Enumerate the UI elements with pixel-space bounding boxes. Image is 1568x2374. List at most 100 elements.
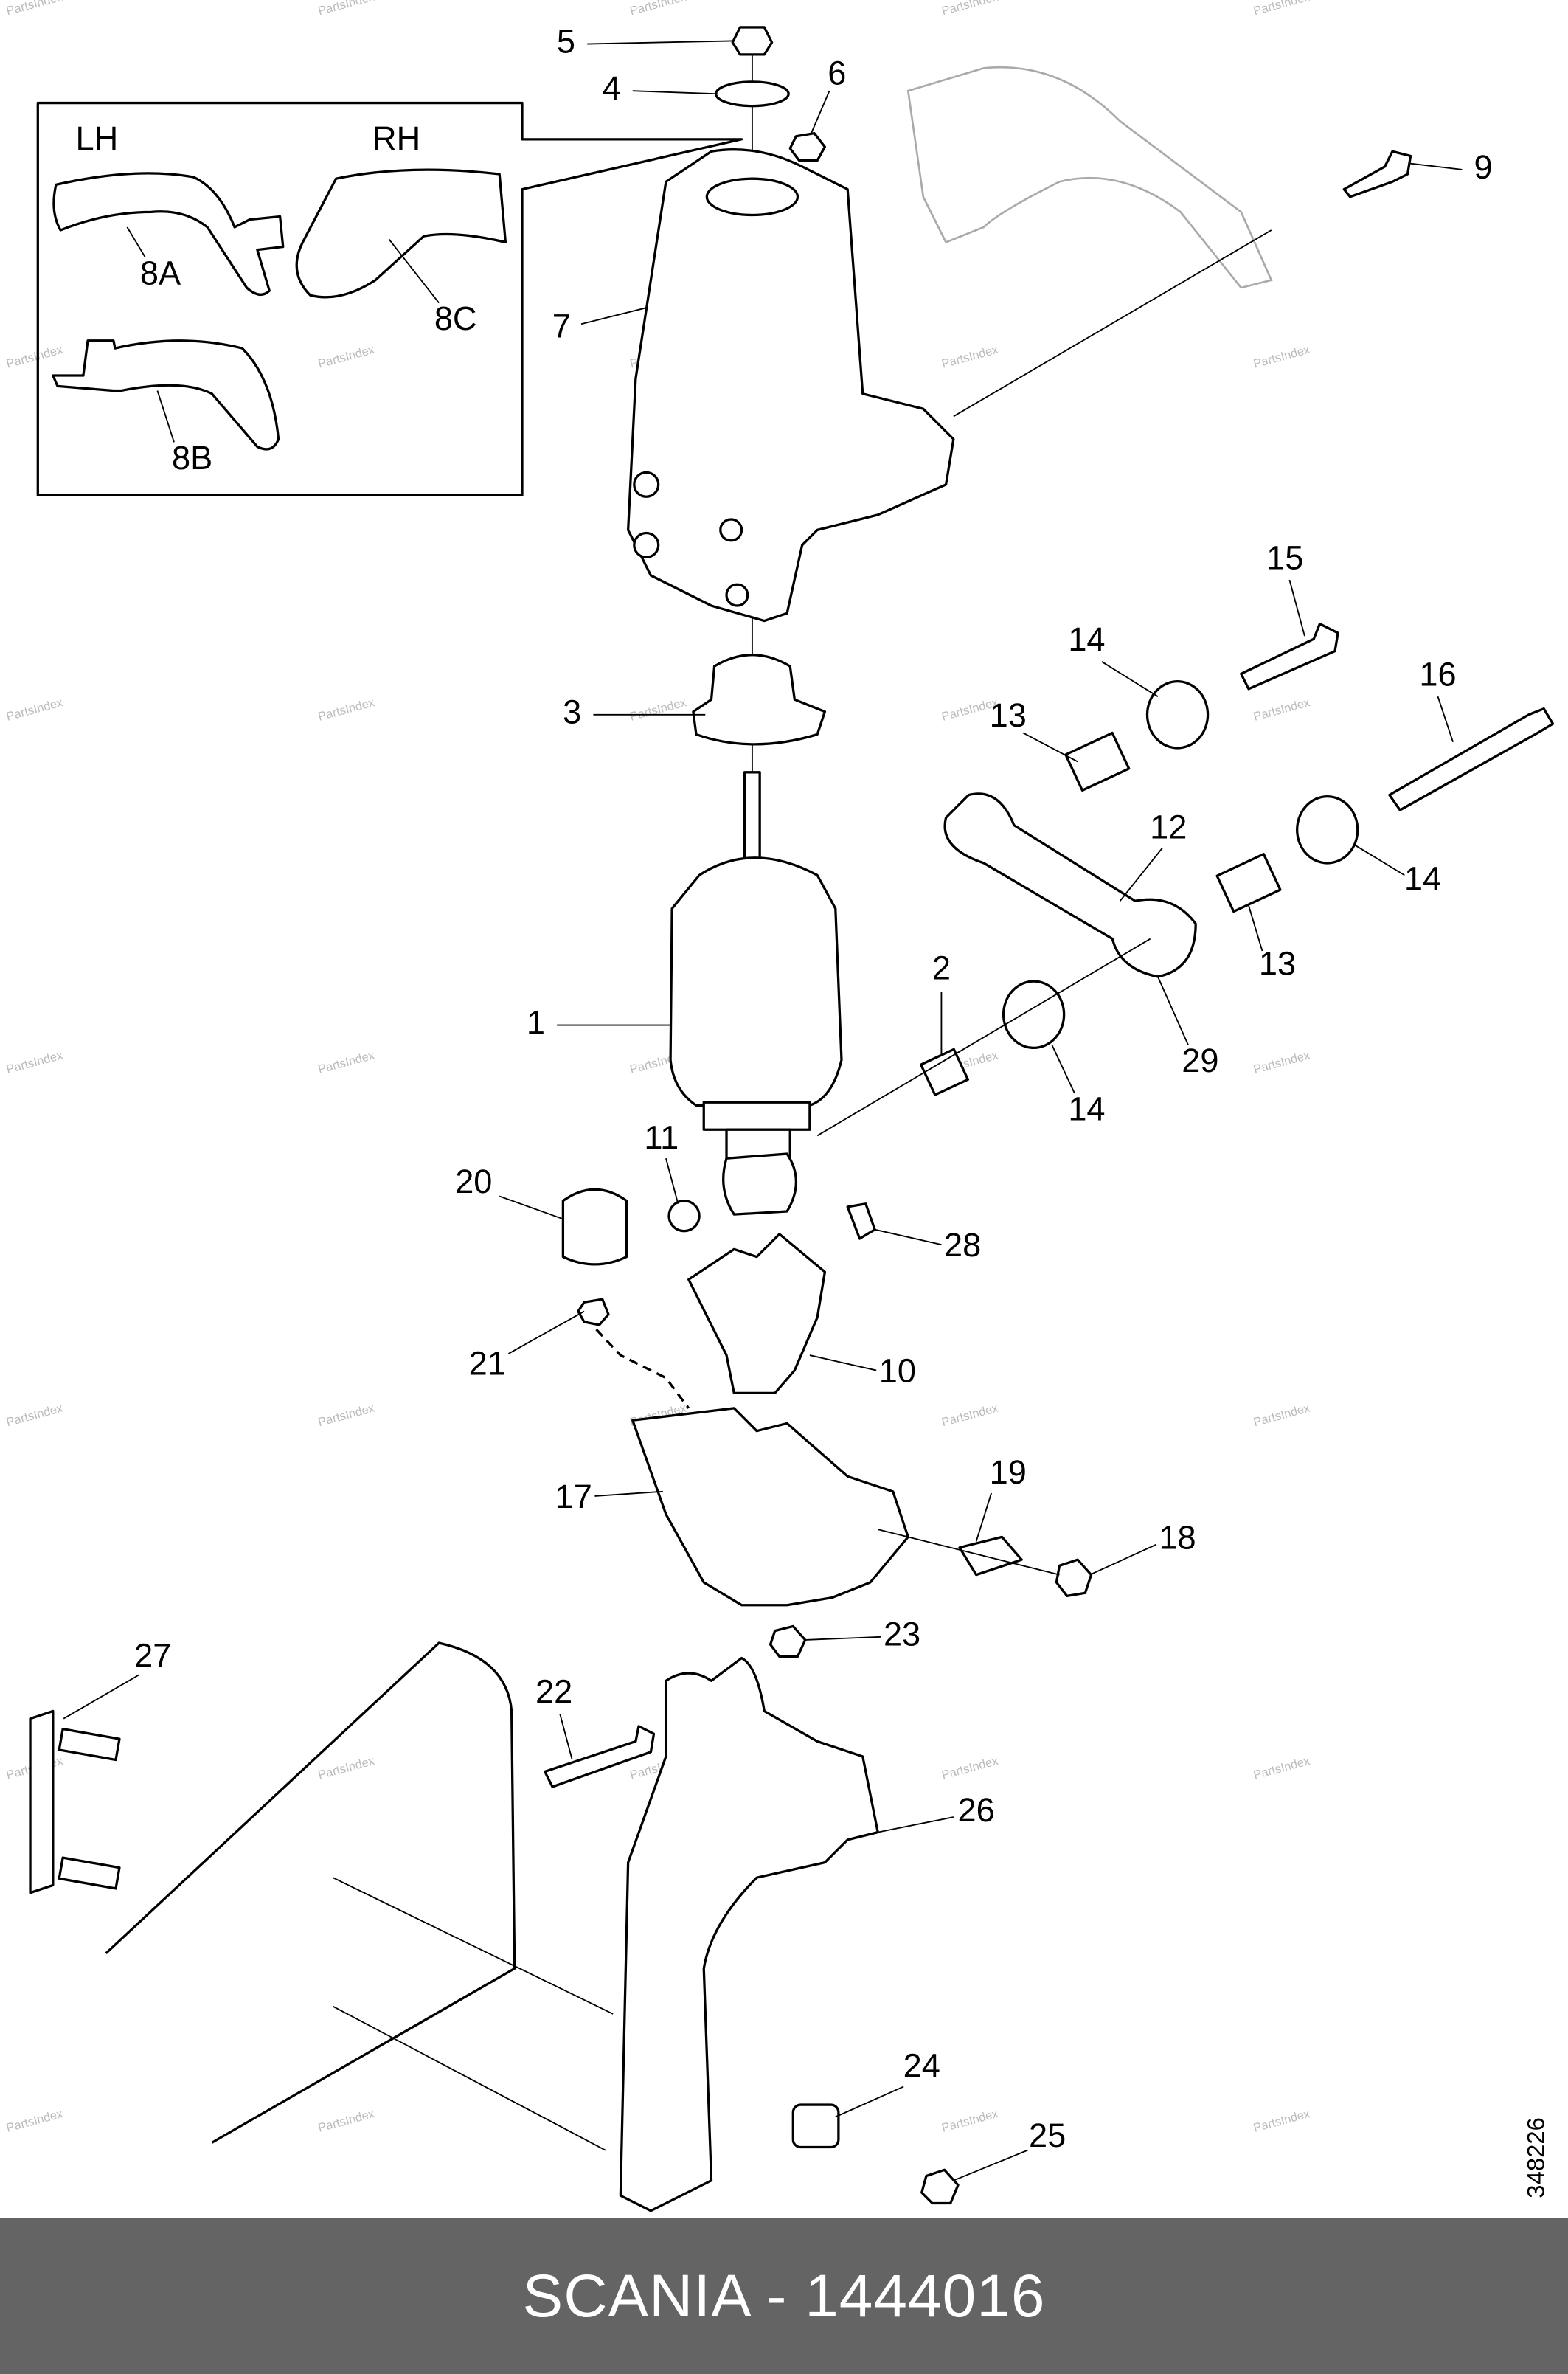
callout-23: 23 (884, 1616, 920, 1653)
callout-16: 16 (1419, 655, 1456, 693)
callout-27: 27 (134, 1636, 171, 1674)
watermark-text: PartsIndex (316, 343, 376, 371)
callout-8a: 8A (140, 254, 181, 291)
footer-title: SCANIA - 1444016 (522, 2262, 1046, 2330)
callout-18: 18 (1159, 1518, 1196, 1556)
callout-5: 5 (557, 22, 575, 60)
watermark-text: PartsIndex (316, 2107, 376, 2135)
callout-14a: 14 (1068, 620, 1105, 658)
washer-4 (715, 80, 790, 108)
washer-14c (1002, 980, 1066, 1050)
callout-11: 11 (644, 1118, 679, 1156)
watermark-text: PartsIndex (316, 1754, 376, 1782)
air-spring-1 (669, 856, 843, 1107)
callout-14c: 14 (1068, 1090, 1105, 1127)
callout-13a: 13 (990, 696, 1027, 734)
clamp-10 (687, 1233, 827, 1394)
chassis-bracket-ghost (906, 66, 1273, 289)
link-arm-12 (943, 792, 1197, 978)
callout-3: 3 (563, 693, 581, 731)
nut-25 (920, 2168, 960, 2205)
callout-26: 26 (958, 1791, 995, 1829)
washer-14a (1145, 680, 1210, 750)
bushing-13b (1215, 853, 1282, 913)
watermark-text: PartsIndex (5, 1048, 65, 1076)
callout-13b: 13 (1259, 944, 1296, 982)
callout-7: 7 (552, 307, 571, 345)
callout-8b: 8B (172, 439, 212, 477)
watermark-text: PartsIndex (1252, 2107, 1312, 2135)
figure-number: 348226 (1522, 2117, 1550, 2198)
nut-5 (731, 26, 774, 56)
watermark-text: PartsIndex (316, 696, 376, 724)
u-bolt-27 (29, 1709, 55, 1894)
callout-17: 17 (555, 1478, 592, 1515)
watermark-text: PartsIndex (316, 0, 376, 18)
callout-15: 15 (1266, 539, 1303, 576)
callout-12: 12 (1150, 809, 1187, 846)
watermark-text: PartsIndex (628, 696, 688, 724)
bushing-13a (1064, 731, 1131, 792)
bushing-24 (791, 2103, 840, 2149)
nut-6 (788, 131, 827, 162)
frame-rail (105, 1641, 516, 2144)
bolt-16 (1388, 707, 1555, 811)
watermark-text: PartsIndex (940, 1754, 1000, 1782)
watermark-text: PartsIndex (940, 1401, 1000, 1429)
bolt-15 (1240, 623, 1339, 691)
callout-22: 22 (535, 1673, 572, 1711)
callout-20: 20 (455, 1163, 492, 1200)
leader-lines (63, 40, 1463, 2181)
bump-stop-20 (561, 1188, 628, 1266)
valve-28 (846, 1202, 876, 1240)
nut-18 (1055, 1558, 1093, 1598)
hanger-bracket-26 (619, 1656, 879, 2212)
watermark-text: PartsIndex (316, 1048, 376, 1076)
watermark-text: PartsIndex (940, 343, 1000, 371)
watermark-text: PartsIndex (1252, 0, 1312, 18)
callout-21: 21 (469, 1344, 506, 1382)
bolt-22 (544, 1725, 656, 1788)
watermark-text: PartsIndex (628, 0, 688, 18)
callout-6: 6 (828, 55, 846, 92)
watermark-text: PartsIndex (5, 0, 65, 18)
callout-1: 1 (527, 1004, 545, 1042)
watermark-text: PartsIndex (940, 2107, 1000, 2135)
watermark-text: PartsIndex (1252, 696, 1312, 724)
footer-bar: SCANIA - 1444016 (0, 2218, 1568, 2374)
watermark-text: PartsIndex (940, 0, 1000, 18)
callout-24: 24 (903, 2047, 940, 2085)
watermark-text: PartsIndex (1252, 1754, 1312, 1782)
inset-box: LH RH 8A 8B 8C (36, 101, 743, 496)
watermark-text: PartsIndex (316, 1401, 376, 1429)
callout-4: 4 (603, 69, 621, 107)
bracket-17 (631, 1407, 909, 1607)
watermark-text: PartsIndex (5, 343, 65, 371)
bracket-8c (295, 168, 507, 299)
spring-bracket-7 (626, 148, 955, 623)
bracket-8b (52, 339, 280, 451)
inset-label-rh: RH (372, 120, 420, 157)
callout-2: 2 (932, 949, 951, 987)
washer-14b (1296, 795, 1359, 865)
watermark-text: PartsIndex (5, 1401, 65, 1429)
watermark-text: PartsIndex (1252, 1048, 1312, 1076)
callout-25: 25 (1029, 2117, 1066, 2154)
top-mount-3 (692, 654, 827, 746)
spacer-19 (958, 1535, 1023, 1577)
watermark-text: PartsIndex (1252, 343, 1312, 371)
callout-8c: 8C (434, 300, 477, 337)
watermark-text: PartsIndex (1252, 1401, 1312, 1429)
bracket-8a (52, 172, 285, 296)
bolt-9 (1342, 150, 1412, 198)
callout-19: 19 (990, 1453, 1027, 1491)
cap-11 (667, 1200, 701, 1233)
watermark-text: PartsIndex (5, 2107, 65, 2135)
callout-14b: 14 (1404, 860, 1441, 898)
inset-label-lh: LH (75, 120, 118, 157)
nut-21 (577, 1298, 610, 1326)
eye-lower (722, 1152, 798, 1216)
callout-9: 9 (1474, 148, 1493, 186)
nut-23 (769, 1624, 807, 1658)
